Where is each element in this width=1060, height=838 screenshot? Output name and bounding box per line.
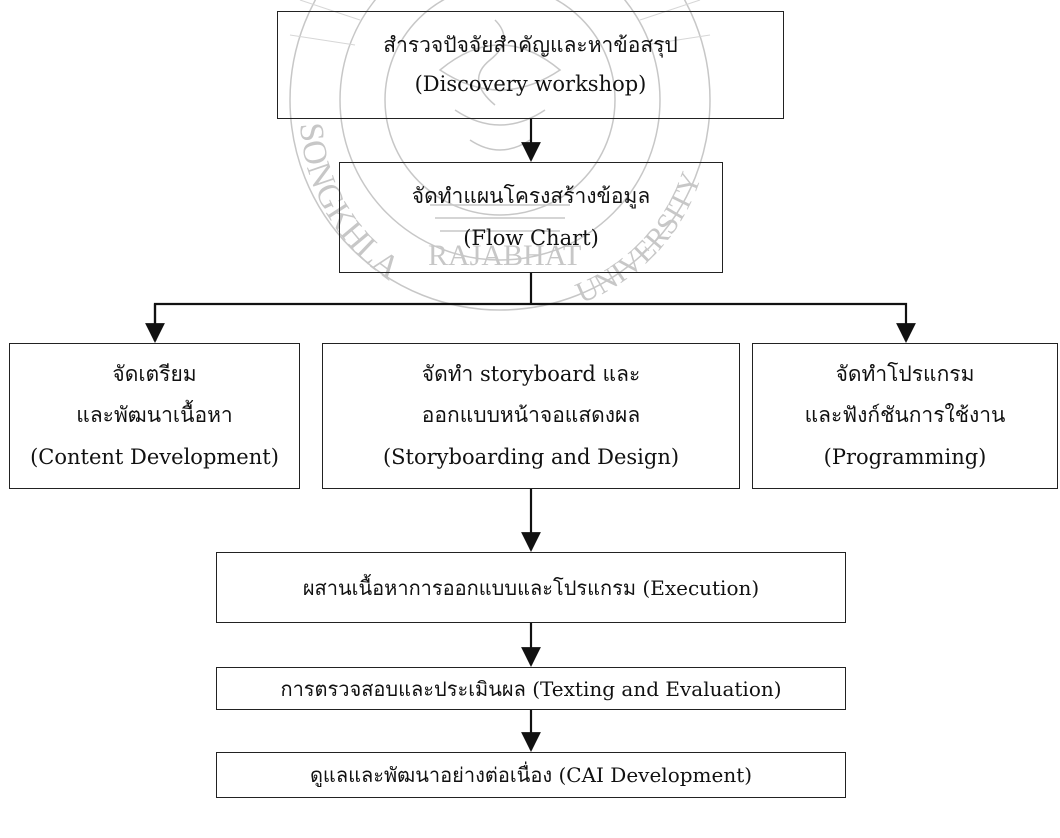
content-line1: จัดเตรียม [112,362,197,387]
programming-line1: จัดทำโปรแกรม [835,362,975,387]
execution-label: ผสานเนื้อหาการออกแบบและโปรแกรม (Executio… [302,575,760,600]
discovery-title: สำรวจปัจจัยสำคัญและหาข้อสรุป [383,32,678,57]
programming-line3: (Programming) [823,444,987,469]
cai-label: ดูแลและพัฒนาอย่างต่อเนื่อง (CAI Developm… [309,763,753,787]
content-line2: และพัฒนาเนื้อหา [76,403,233,428]
storyboard-line3: (Storyboarding and Design) [382,444,680,469]
storyboard-line2: ออกแบบหน้าจอแสดงผล [421,403,641,428]
storyboard-line1: จัดทำ storyboard และ [421,362,641,387]
flowchart-title: จัดทำแผนโครงสร้างข้อมูล [411,184,651,209]
box-flow-chart: จัดทำแผนโครงสร้างข้อมูล (Flow Chart) [339,162,723,273]
box-execution: ผสานเนื้อหาการออกแบบและโปรแกรม (Executio… [216,552,846,623]
testing-label: การตรวจสอบและประเมินผล (Texting and Eval… [280,676,782,701]
content-line3: (Content Development) [30,444,279,469]
box-cai-development: ดูแลและพัฒนาอย่างต่อเนื่อง (CAI Developm… [216,752,846,798]
box-content-development: จัดเตรียม และพัฒนาเนื้อหา (Content Devel… [9,343,300,489]
discovery-subtitle: (Discovery workshop) [414,72,647,96]
programming-line2: และฟังก์ชันการใช้งาน [804,403,1006,428]
branch-line [153,302,916,343]
flowchart-subtitle: (Flow Chart) [463,225,599,250]
box-discovery-workshop: สำรวจปัจจัยสำคัญและหาข้อสรุป (Discovery … [277,11,784,119]
box-programming: จัดทำโปรแกรม และฟังก์ชันการใช้งาน (Progr… [752,343,1058,489]
box-testing-evaluation: การตรวจสอบและประเมินผล (Texting and Eval… [216,667,846,710]
box-storyboarding-design: จัดทำ storyboard และ ออกแบบหน้าจอแสดงผล … [322,343,740,489]
